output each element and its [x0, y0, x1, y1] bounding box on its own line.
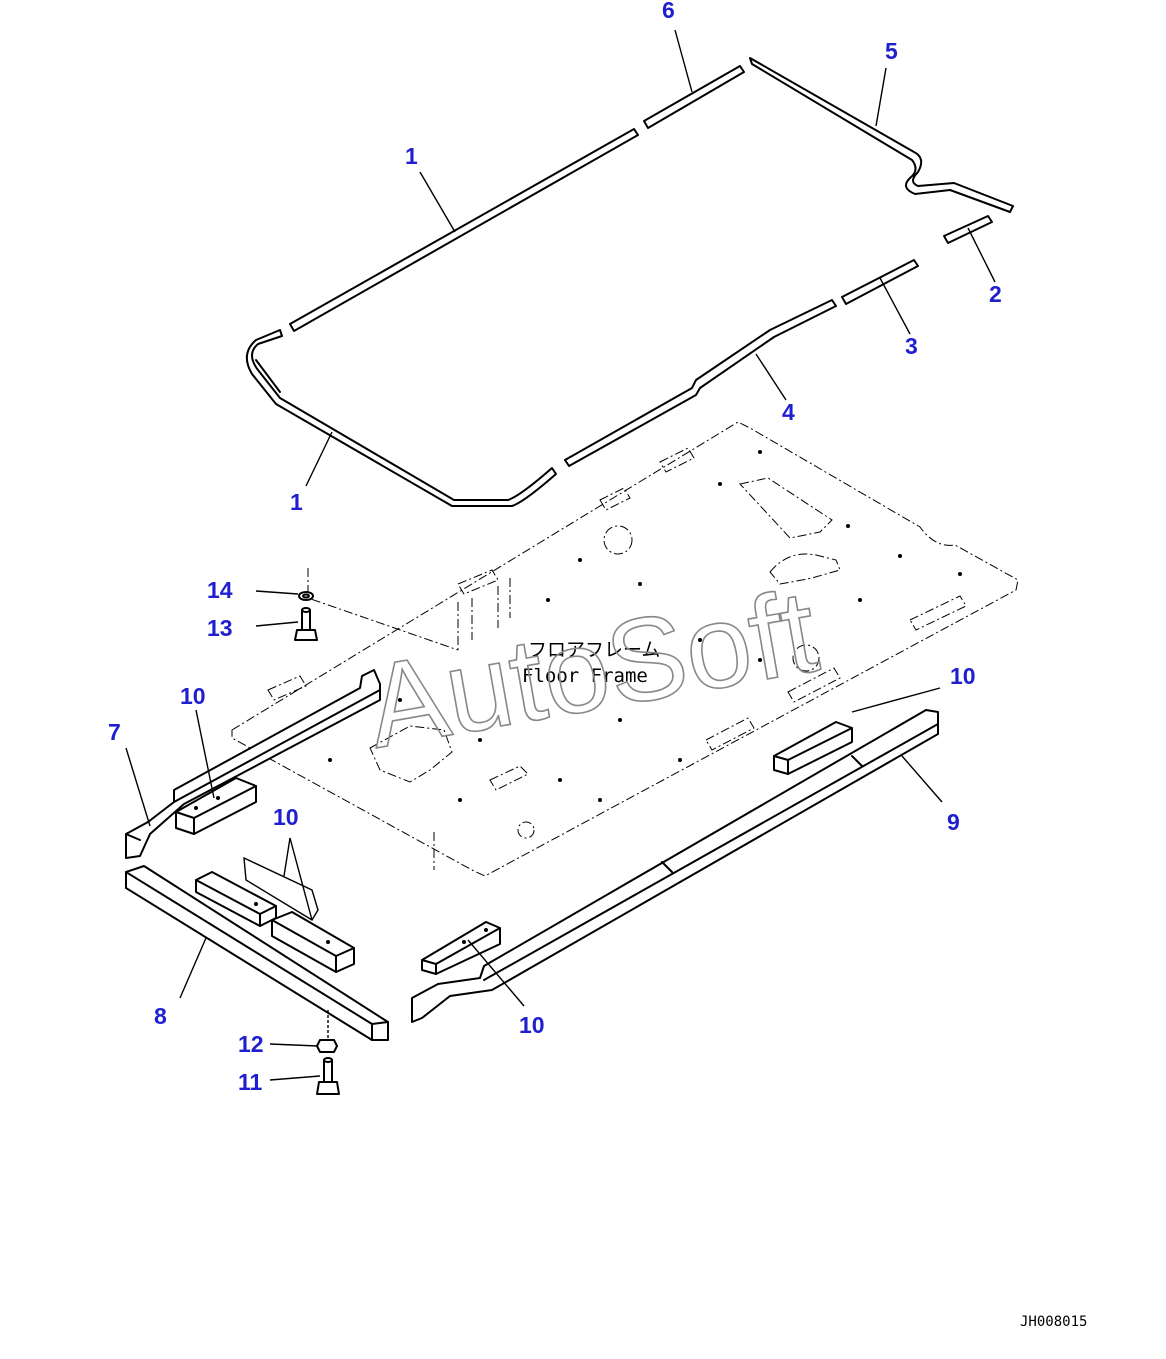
- leader-lines: [125, 29, 996, 1081]
- spacer-block-10-right-front: [421, 921, 501, 975]
- watermark: AutoSoft: [358, 565, 827, 774]
- washer-14: [298, 591, 314, 601]
- callout-13[interactable]: 13: [207, 615, 233, 641]
- callout-14[interactable]: 14: [207, 577, 233, 603]
- callout-8[interactable]: 8: [154, 1003, 167, 1029]
- callout-9[interactable]: 9: [947, 809, 960, 835]
- callout-1-bottom[interactable]: 1: [290, 489, 303, 515]
- seal-strip-5: [749, 57, 1014, 213]
- callout-10-right-front[interactable]: 10: [519, 1012, 545, 1038]
- callout-5[interactable]: 5: [885, 38, 898, 64]
- callout-1-top[interactable]: 1: [405, 143, 418, 169]
- callout-7[interactable]: 7: [108, 719, 121, 745]
- callout-10-right-rear[interactable]: 10: [950, 663, 976, 689]
- callout-10-front[interactable]: 10: [273, 804, 299, 830]
- spacer-block-10-front-b: [271, 911, 355, 973]
- seal-strip-4: [564, 299, 837, 467]
- bolt-13: [294, 607, 318, 641]
- callout-4[interactable]: 4: [782, 399, 795, 425]
- callout-10-left[interactable]: 10: [180, 683, 206, 709]
- callouts: 1 1 2 3 4 5 6 7 8 9 10 10 10 10 11 12 13…: [108, 0, 1002, 1095]
- drawing-code: JH008015: [1020, 1314, 1087, 1330]
- seal-strip-3: [841, 259, 919, 305]
- spacer-block-10-left: [175, 777, 257, 835]
- callout-12[interactable]: 12: [238, 1031, 264, 1057]
- callout-6[interactable]: 6: [662, 0, 675, 23]
- callout-11[interactable]: 11: [238, 1069, 263, 1095]
- spacer-block-10-right-rear: [773, 721, 853, 775]
- seal-assembly: [245, 57, 1014, 507]
- seal-strip-2: [943, 215, 993, 244]
- nut-12: [316, 1039, 338, 1053]
- floor-frame-label-en: Floor Frame: [522, 665, 648, 687]
- floor-frame-label-jp: フロアフレーム: [528, 639, 660, 661]
- cross-member-8: [125, 865, 389, 1041]
- seal-strip-1-top: [289, 128, 639, 332]
- side-member-7: [125, 669, 381, 859]
- seal-strip-1-bottom: [245, 329, 557, 507]
- callout-2[interactable]: 2: [989, 281, 1002, 307]
- seal-strip-6: [643, 65, 745, 129]
- side-member-9: [411, 709, 939, 1023]
- callout-3[interactable]: 3: [905, 333, 918, 359]
- bolt-11: [316, 1057, 340, 1095]
